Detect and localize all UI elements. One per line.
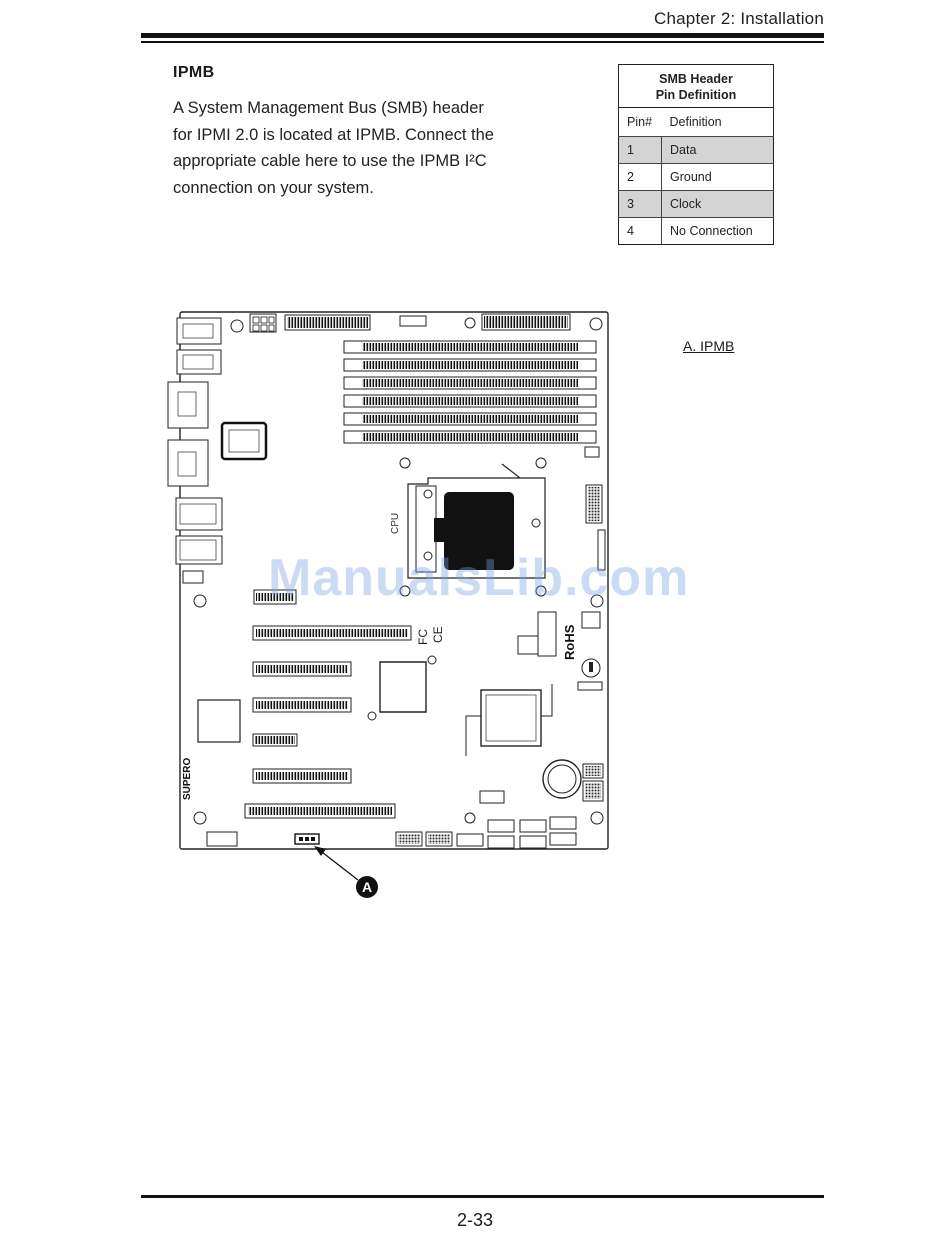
pin-cell: 1 <box>618 136 662 164</box>
definition-cell: Clock <box>661 190 774 218</box>
cpu-label: CPU <box>390 513 401 534</box>
callout-arrow <box>317 848 359 881</box>
table-row: 4 No Connection <box>618 217 774 245</box>
mounting-holes <box>193 317 604 825</box>
section-paragraph: A System Management Bus (SMB) header for… <box>173 95 531 201</box>
dimm-slots <box>343 340 597 444</box>
table-title-line: Pin Definition <box>655 88 737 102</box>
pch-chip <box>379 661 427 713</box>
footer-rule <box>141 1195 824 1198</box>
header-rule-thin <box>141 41 824 43</box>
pin-cell: 2 <box>618 163 662 191</box>
table-title-line: SMB Header <box>659 72 733 86</box>
column-header-pin: Pin# <box>627 115 653 129</box>
definition-cell: No Connection <box>661 217 774 245</box>
chip-left <box>220 421 268 461</box>
column-header-definition: Definition <box>669 115 722 129</box>
ce-mark: CE <box>431 626 445 643</box>
fcc-mark: FC <box>416 629 430 645</box>
paragraph-line: appropriate cable here to use the IPMB I… <box>173 152 487 170</box>
paragraph-line: for IPMI 2.0 is located at IPMB. Connect… <box>173 125 494 144</box>
table-row: 3 Clock <box>618 190 774 218</box>
definition-cell: Data <box>661 136 774 164</box>
sata-ports <box>456 790 577 849</box>
paragraph-line: A System Management Bus (SMB) header <box>173 99 484 117</box>
header-rule-thick <box>141 33 824 38</box>
pin-cell: 3 <box>618 190 662 218</box>
chapter-header: Chapter 2: Installation <box>654 9 824 28</box>
callout-a-badge <box>356 876 378 898</box>
watermark-text: ManualsLib.com <box>268 549 690 607</box>
table-column-header-row: Pin# Definition <box>619 108 774 137</box>
table-title: SMB Header Pin Definition <box>618 64 774 108</box>
bmc-chip <box>480 689 542 747</box>
section-title: IPMB <box>173 64 215 81</box>
pin-cell: 4 <box>618 217 662 245</box>
table-row: 2 Ground <box>618 163 774 191</box>
expansion-slots <box>244 589 412 819</box>
rohs-label: RoHS <box>562 624 577 660</box>
pin-definition-table: SMB Header Pin Definition Pin# Definitio… <box>618 64 774 245</box>
diagram-legend-ipmb: A. IPMB <box>683 338 735 354</box>
battery <box>542 759 582 799</box>
definition-cell: Ground <box>661 163 774 191</box>
cpu-socket <box>407 463 546 579</box>
page-number: 2-33 <box>456 1210 494 1230</box>
callout-a-letter: A <box>362 879 372 895</box>
table-row: 1 Data <box>618 136 774 164</box>
board-brand: SUPERO <box>182 758 193 800</box>
table-title-row: SMB Header Pin Definition <box>618 64 774 108</box>
rear-io-ports <box>167 317 223 565</box>
paragraph-line: connection on your system. <box>173 178 374 197</box>
